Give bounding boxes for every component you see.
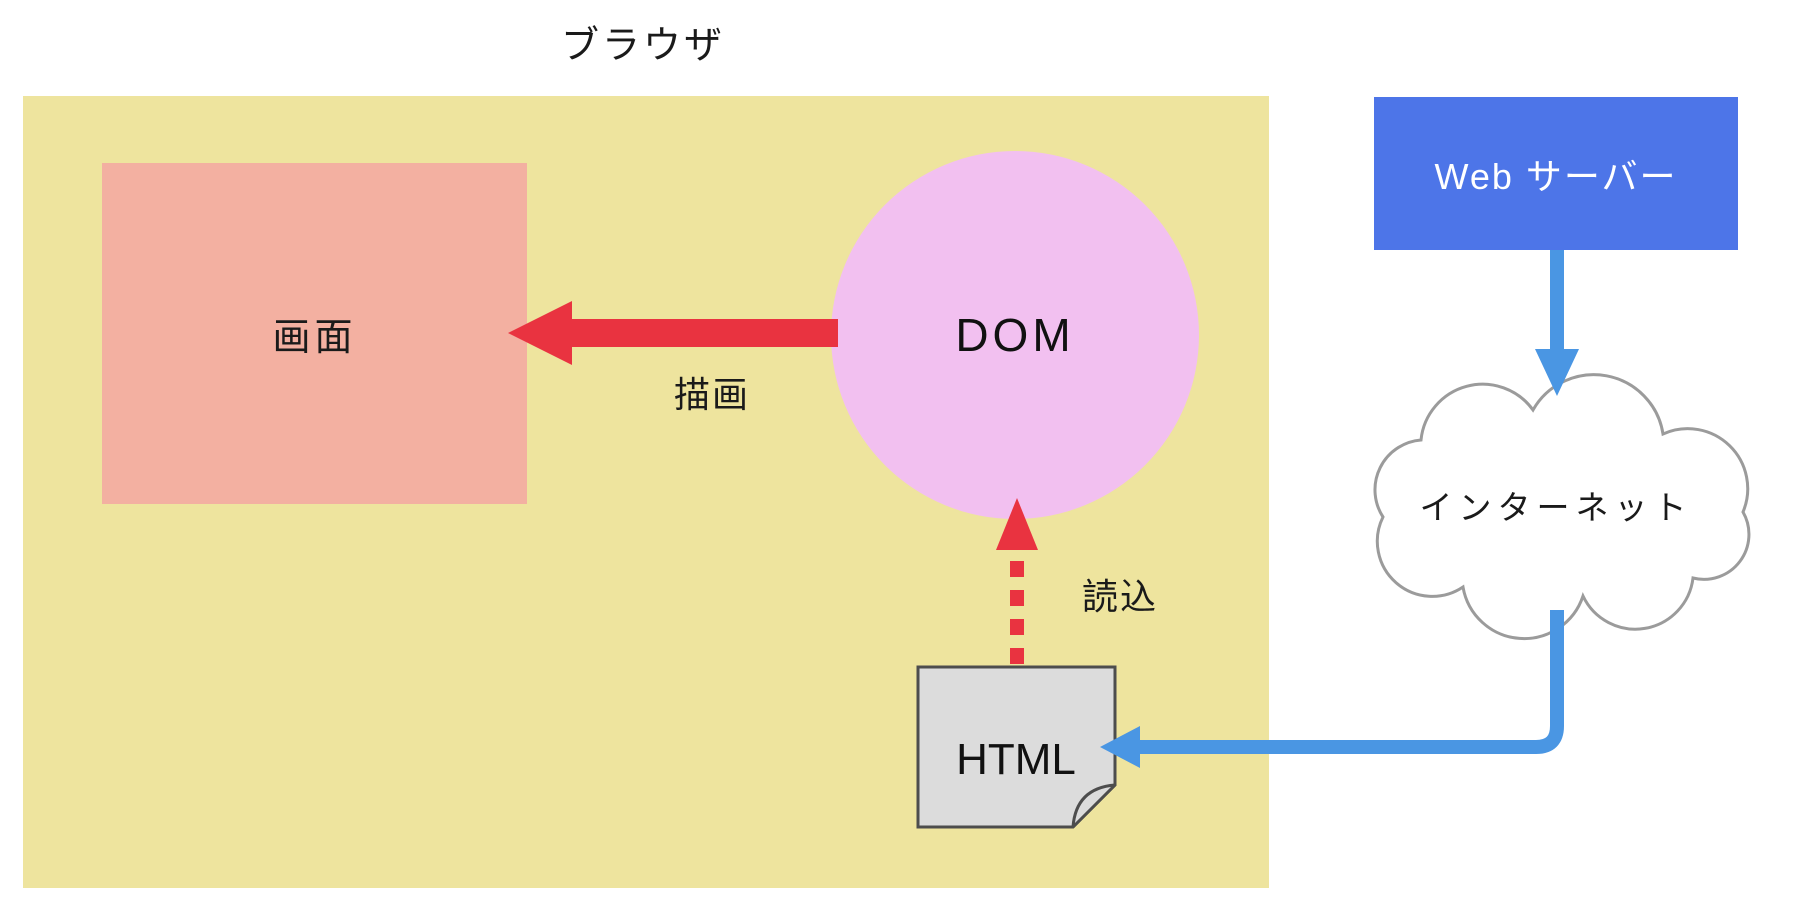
screen-label: 画面 — [272, 317, 357, 359]
html-document-label: HTML — [956, 735, 1076, 784]
internet-to-html-line — [1138, 610, 1564, 754]
server-to-internet-arrow — [1535, 250, 1579, 396]
render-arrow — [508, 301, 838, 365]
html-document-fold — [1071, 783, 1117, 829]
load-arrow-label: 読込 — [1081, 576, 1158, 617]
internet-to-html-head — [1100, 726, 1140, 768]
browser-label: ブラウザ — [560, 25, 725, 67]
web-server-label: Web サーバー — [1434, 155, 1678, 197]
dom-circle: DOM — [831, 151, 1199, 519]
screen-box: 画面 — [102, 163, 527, 504]
dom-label: DOM — [955, 309, 1075, 361]
render-arrow-label: 描画 — [673, 374, 750, 415]
web-server-box: Web サーバー — [1374, 97, 1738, 250]
internet-label: インターネット — [1419, 489, 1693, 526]
load-arrow-head — [996, 498, 1038, 550]
internet-cloud — [1373, 373, 1751, 641]
